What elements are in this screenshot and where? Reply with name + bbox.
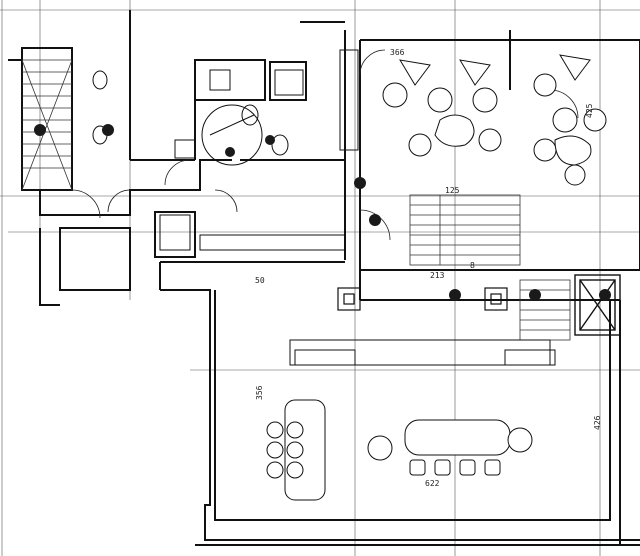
dimension-213: 213 <box>430 271 445 280</box>
section-markers <box>34 124 611 301</box>
walls-left-lower <box>39 211 345 306</box>
dimension-356: 356 <box>255 385 264 400</box>
dimension-50: 50 <box>255 276 265 285</box>
dimension-622: 622 <box>425 479 440 488</box>
door-swings <box>71 49 579 241</box>
dimension-8: 8 <box>470 261 475 270</box>
staircase-left <box>21 59 73 191</box>
dimension-426: 426 <box>593 415 602 430</box>
columns <box>337 287 508 311</box>
banquette <box>266 399 326 501</box>
lounge-furniture <box>382 54 607 186</box>
dimension-366: 366 <box>390 48 405 57</box>
dimension-425: 425 <box>585 103 594 118</box>
walls-main-hall <box>190 269 640 546</box>
dining-table <box>367 419 533 476</box>
walls-upper <box>8 10 640 270</box>
dimension-125: 125 <box>445 186 460 195</box>
counters <box>199 49 556 366</box>
staircase-centre <box>409 194 521 266</box>
elevator-shaft <box>574 274 621 336</box>
staircase-right <box>519 279 571 341</box>
bathroom-fixtures <box>92 69 304 251</box>
